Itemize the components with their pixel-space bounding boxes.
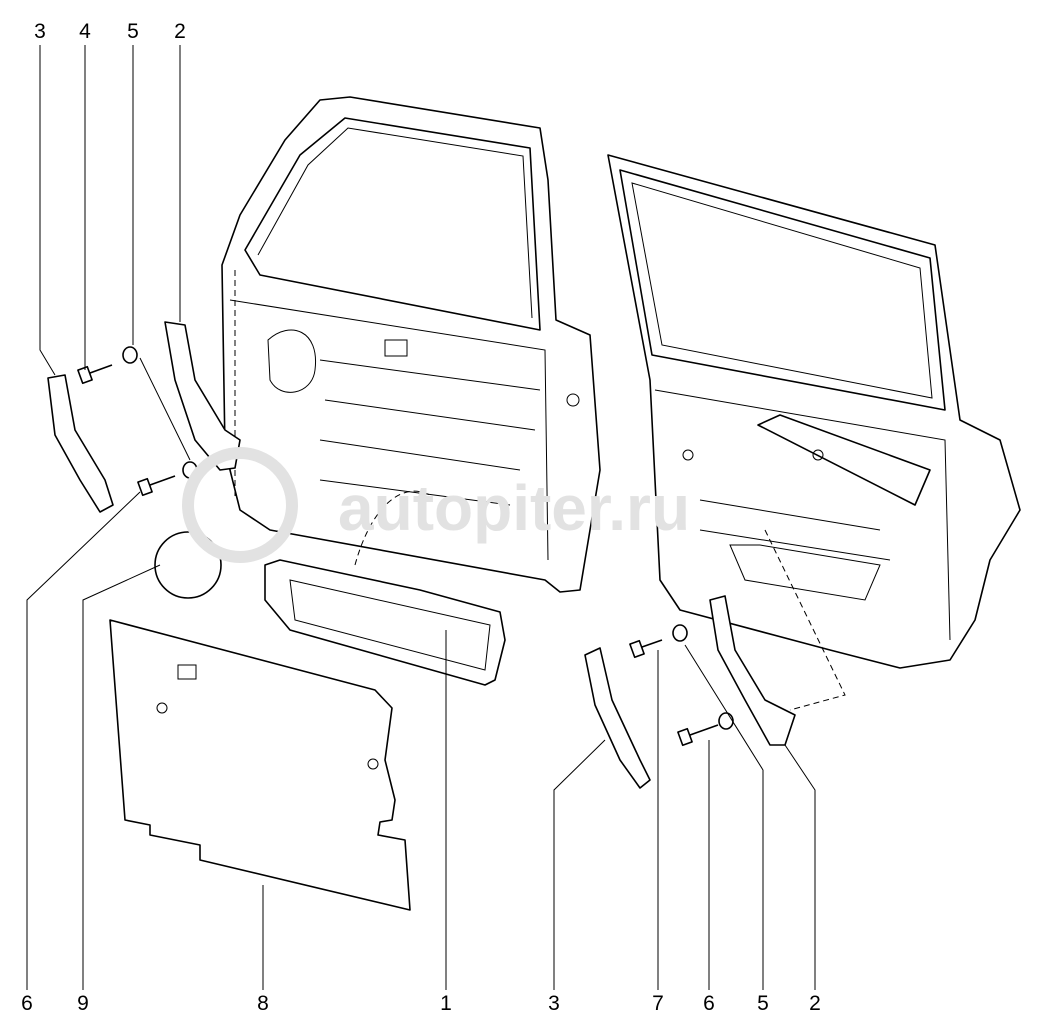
- callouts-bottom: 6 9 8 1 3 7 6 5 2: [21, 992, 821, 1015]
- callout-2b: 2: [809, 992, 821, 1015]
- callout-1: 1: [440, 992, 452, 1015]
- callout-8: 8: [257, 992, 269, 1015]
- callout-6b: 6: [703, 992, 715, 1015]
- armrest-trim-3b: [584, 647, 651, 789]
- callouts-top: 3 4 5 2: [34, 20, 186, 43]
- watermark-logo-icon: [182, 447, 298, 563]
- callout-5: 5: [127, 20, 139, 43]
- pocket-1: [264, 559, 506, 686]
- watermark: autopiter.ru: [182, 447, 690, 563]
- callout-9: 9: [77, 992, 89, 1015]
- callout-3: 3: [34, 20, 46, 43]
- left-parts: [47, 321, 506, 911]
- callout-6: 6: [21, 992, 33, 1015]
- washer-5c: [672, 624, 688, 642]
- washer-5: [122, 346, 138, 364]
- callout-7: 7: [652, 992, 664, 1015]
- washer-5d: [718, 712, 734, 730]
- rear-door: [607, 154, 1021, 711]
- trim-panel-8: [109, 619, 411, 911]
- armrest-bracket-2b: [709, 595, 796, 746]
- watermark-text: autopiter.ru: [338, 472, 690, 544]
- callout-5b: 5: [757, 992, 769, 1015]
- callout-4: 4: [79, 20, 91, 43]
- callout-2: 2: [174, 20, 186, 43]
- front-door: [221, 96, 601, 593]
- screw-7: [629, 639, 663, 659]
- screw-4: [77, 364, 113, 385]
- screw-6b: [677, 724, 719, 747]
- callout-3b: 3: [548, 992, 560, 1015]
- armrest-trim-3: [47, 374, 114, 513]
- screw-6: [137, 475, 176, 497]
- leader-lines: [26, 45, 816, 990]
